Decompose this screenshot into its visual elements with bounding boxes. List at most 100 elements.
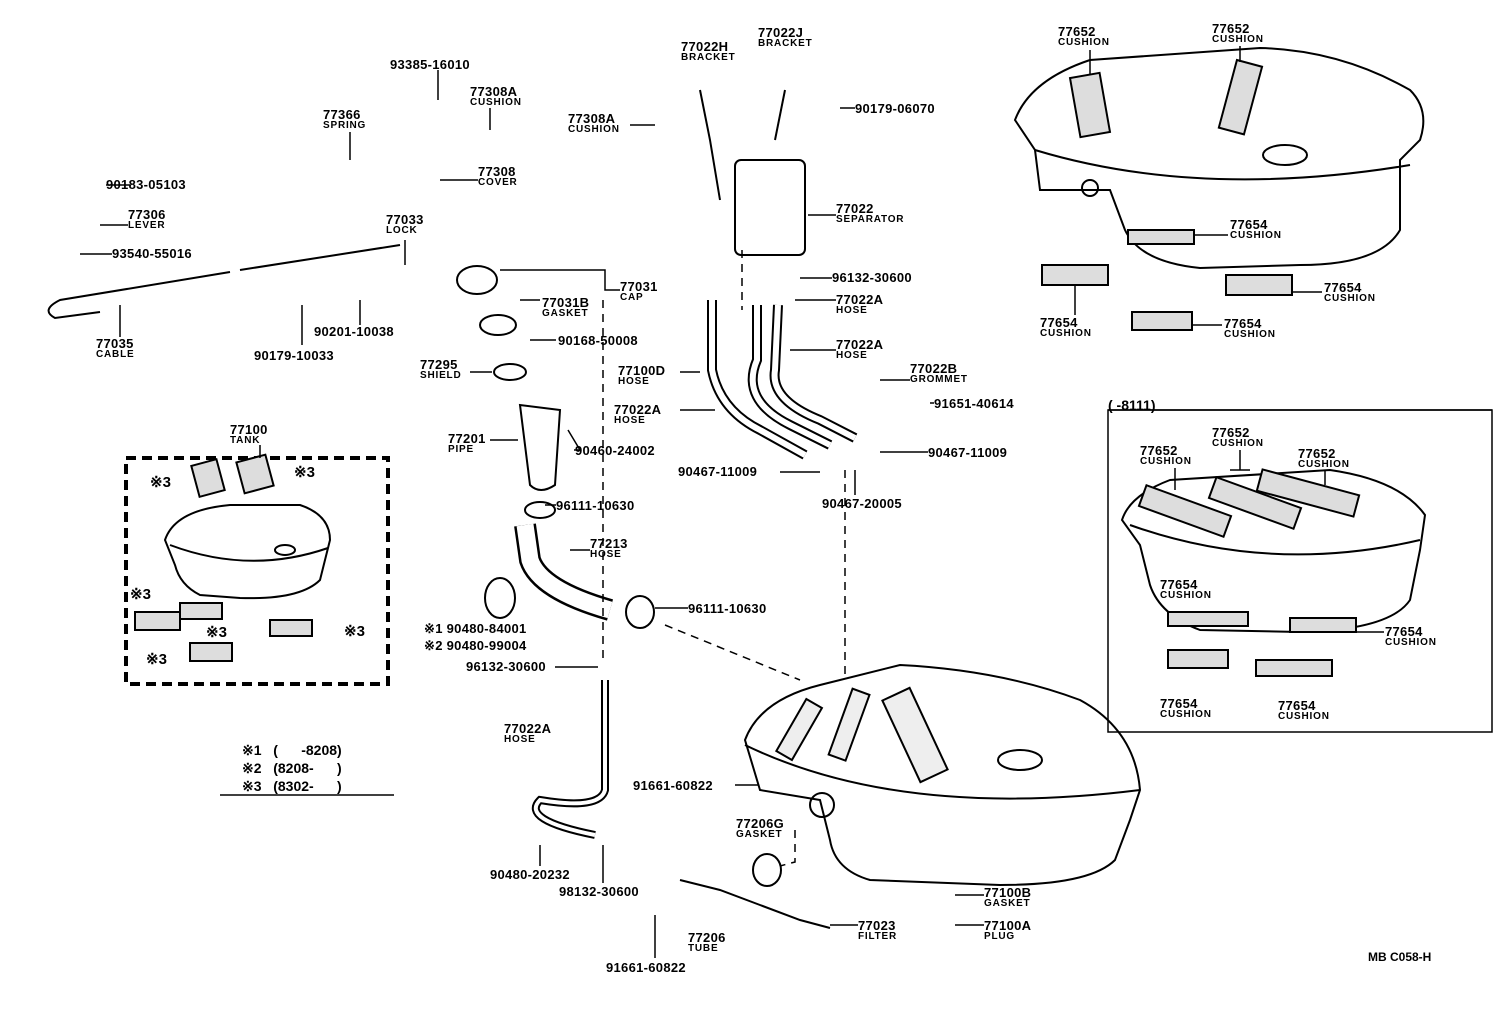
callout-96132-30600: 96132-30600 <box>832 271 912 284</box>
callout-90460-24002: 90460-24002 <box>575 444 655 457</box>
callout-90480-99004: ※2 90480-99004 <box>424 639 527 652</box>
part-description: SPRING <box>323 120 367 131</box>
legend-range: (8302- ) <box>273 778 342 794</box>
fuel-tank-top-right <box>1013 46 1425 270</box>
fuel-tank-main <box>743 663 1142 887</box>
part-number: 77201 <box>448 431 486 446</box>
part-description: CUSHION <box>568 124 620 135</box>
part-description: HOSE <box>614 415 646 426</box>
part-description: CABLE <box>96 349 135 360</box>
part-description: PIPE <box>448 444 474 455</box>
part-number: 96111-10630 <box>556 498 635 513</box>
legend-mark: ※2 <box>242 760 262 776</box>
part-description: CUSHION <box>1224 329 1276 340</box>
cushion-pad <box>189 642 233 662</box>
cable <box>239 244 401 271</box>
part-description: GASKET <box>984 898 1031 909</box>
part-number: 90467-11009 <box>928 445 1008 460</box>
part-number: 90183-05103 <box>106 177 186 192</box>
part-description: CUSHION <box>1160 709 1212 720</box>
fuel-cap <box>456 265 498 295</box>
part-description: CUSHION <box>1278 711 1330 722</box>
callout-91651-40614: 91651-40614 <box>934 397 1014 410</box>
part-number: 91661-60822 <box>633 778 713 793</box>
part-description: COVER <box>478 177 518 188</box>
part-description: CUSHION <box>1040 328 1092 339</box>
legend-range: (8208- ) <box>273 760 342 776</box>
callout-90467-20005: 90467-20005 <box>822 497 902 510</box>
callout-98132-30600: 98132-30600 <box>559 885 639 898</box>
legend-mark: ※1 <box>242 742 262 758</box>
part-description: HOSE <box>590 549 622 560</box>
separator <box>734 159 806 256</box>
part-number: 90179-06070 <box>855 101 935 116</box>
callout-90179-06070: 90179-06070 <box>855 102 935 115</box>
part-number: ※2 90480-99004 <box>424 638 527 653</box>
filler-pipe <box>518 403 562 491</box>
part-number: 77022J <box>758 25 804 40</box>
part-number: 77022A <box>504 721 552 736</box>
part-number: 77022 <box>836 201 874 216</box>
part-number: 90467-20005 <box>822 496 902 511</box>
part-description: SEPARATOR <box>836 214 905 225</box>
part-description: HOSE <box>504 734 536 745</box>
part-number: 77654 <box>1324 280 1362 295</box>
part-number: 77652 <box>1140 443 1178 458</box>
part-number: 77654 <box>1160 696 1198 711</box>
part-number: 77033 <box>386 212 424 227</box>
callout-90168-50008: 90168-50008 <box>558 334 638 347</box>
part-description: CUSHION <box>1212 438 1264 449</box>
part-number: 90201-10038 <box>314 324 394 339</box>
part-number: 90480-20232 <box>490 867 570 882</box>
callout-90480-20232: 90480-20232 <box>490 868 570 881</box>
part-number: 77100B <box>984 885 1032 900</box>
cushion-pad <box>134 611 181 631</box>
part-number: 90467-11009 <box>678 464 758 479</box>
part-description: SHIELD <box>420 370 462 381</box>
part-number: 98132-30600 <box>559 884 639 899</box>
part-number: 77654 <box>1040 315 1078 330</box>
part-number: 77035 <box>96 336 134 351</box>
part-number: 77654 <box>1160 577 1198 592</box>
note-marker: ※3 <box>150 474 171 491</box>
part-number: 77100D <box>618 363 666 378</box>
part-number: ※1 90480-84001 <box>424 621 527 636</box>
part-description: CUSHION <box>1058 37 1110 48</box>
hose <box>531 680 609 839</box>
cushion-pad <box>1167 611 1249 627</box>
part-description: CUSHION <box>470 97 522 108</box>
callout-90179-10033: 90179-10033 <box>254 349 334 362</box>
callout-96111-10630: 96111-10630 <box>556 499 635 512</box>
callout-90201-10038: 90201-10038 <box>314 325 394 338</box>
fuel-tube <box>679 879 831 929</box>
part-number: 77031 <box>620 279 658 294</box>
legend-range: ( -8208) <box>273 742 342 758</box>
callout-90467-11009-2: 90467-11009 <box>928 446 1007 459</box>
cushion-pad <box>269 619 313 637</box>
part-description: TANK <box>230 435 261 446</box>
